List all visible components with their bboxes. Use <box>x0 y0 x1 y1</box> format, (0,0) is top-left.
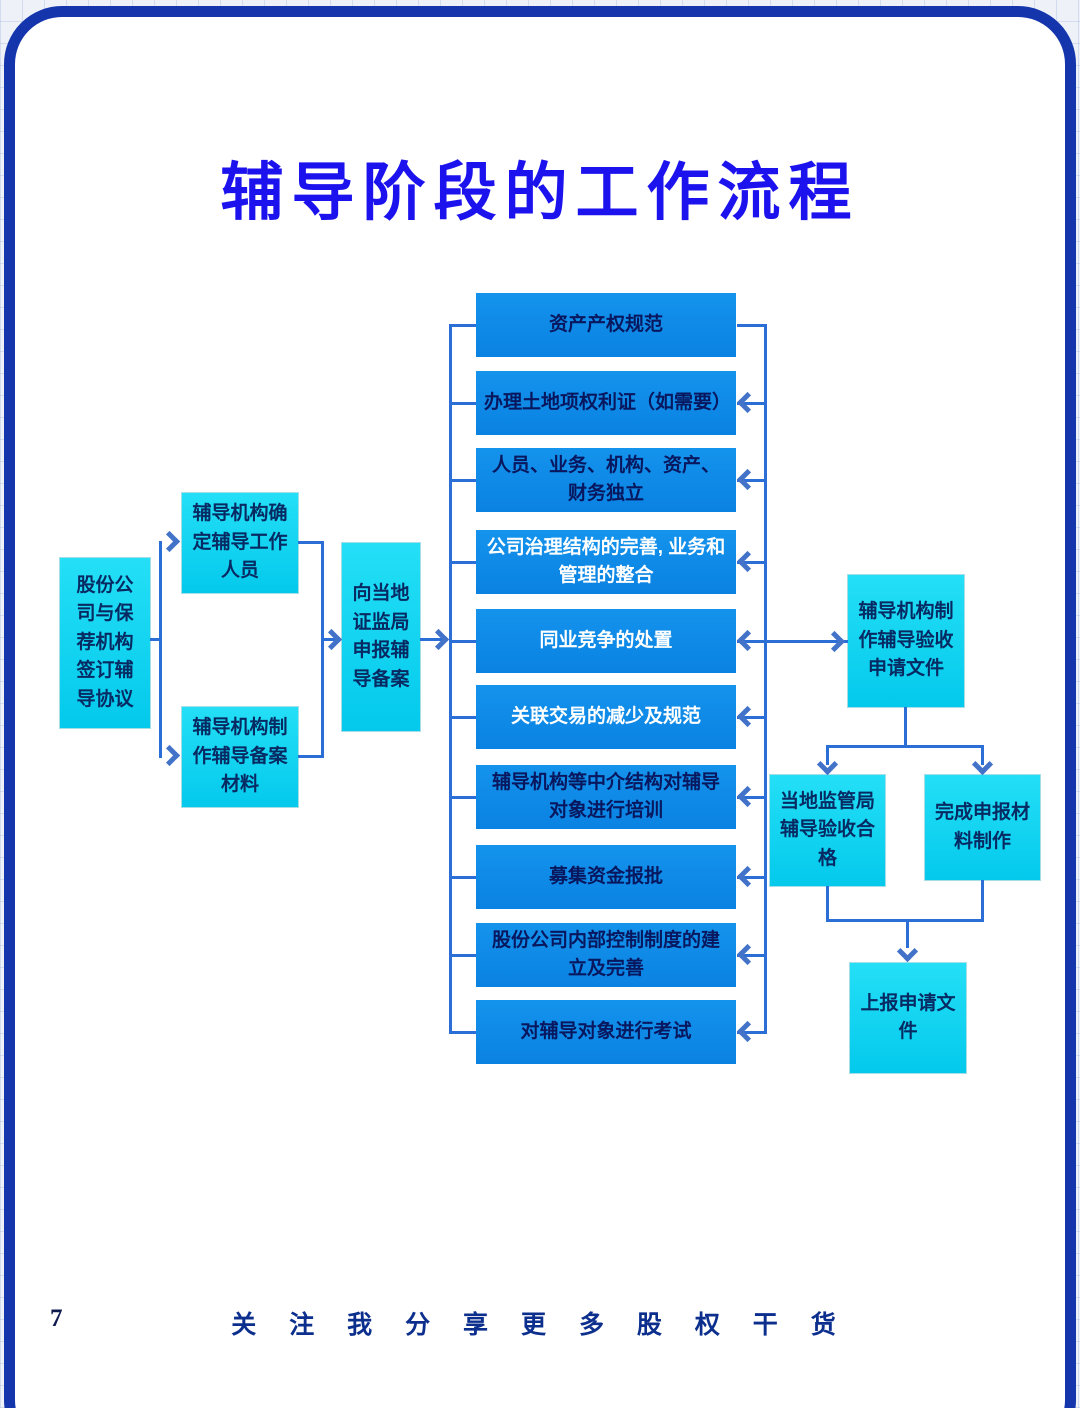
task-box-9: 股份公司内部控制制度的建立及完善 <box>476 923 736 987</box>
connector-line <box>449 796 476 799</box>
connector-line <box>904 707 907 747</box>
flow-box-acceptance-pass: 当地监管局辅导验收合格 <box>770 775 885 886</box>
connector-line <box>737 324 767 327</box>
connector-line <box>449 716 476 719</box>
page-number: 7 <box>50 1305 63 1332</box>
connector-line <box>737 796 767 799</box>
connector-line <box>449 402 476 405</box>
flow-box-start: 股份公司与保荐机构签订辅导协议 <box>60 558 150 728</box>
connector-line <box>449 324 452 1034</box>
task-box-4: 公司治理结构的完善, 业务和管理的整合 <box>476 530 736 594</box>
connector-line <box>737 1031 767 1034</box>
connector-line <box>449 324 476 327</box>
connector-line <box>321 541 324 758</box>
connector-line <box>737 561 767 564</box>
connector-line <box>737 954 767 957</box>
connector-line <box>449 640 476 643</box>
task-box-6: 关联交易的减少及规范 <box>476 685 736 749</box>
connector-line <box>298 755 324 758</box>
connector-line <box>737 716 767 719</box>
task-box-3: 人员、业务、机构、资产、财务独立 <box>476 448 736 512</box>
footer-text: 关 注 我 分 享 更 多 股 权 干 货 <box>231 1311 849 1339</box>
connector-line <box>449 479 476 482</box>
connector-line <box>826 886 829 922</box>
flow-box-submit: 上报申请文件 <box>850 963 966 1073</box>
flow-box-materials-done: 完成申报材料制作 <box>925 775 1040 880</box>
connector-line <box>420 638 448 641</box>
connector-line <box>737 640 767 643</box>
connector-line <box>449 876 476 879</box>
connector-line <box>449 954 476 957</box>
task-box-2: 办理土地项权利证（如需要） <box>476 371 736 435</box>
page-title: 辅导阶段的工作流程 <box>220 158 860 228</box>
connector-line <box>737 402 767 405</box>
task-box-7: 辅导机构等中介结构对辅导对象进行培训 <box>476 765 736 829</box>
connector-line <box>150 638 162 641</box>
connector-line <box>906 922 909 948</box>
task-box-10: 对辅导对象进行考试 <box>476 1000 736 1064</box>
connector-line <box>159 541 162 758</box>
connector-line <box>764 324 767 1034</box>
connector-line <box>766 640 848 643</box>
connector-line <box>449 561 476 564</box>
connector-line <box>298 541 324 544</box>
task-box-1: 资产产权规范 <box>476 293 736 357</box>
connector-line <box>826 745 829 765</box>
connector-line <box>826 745 984 748</box>
connector-line <box>981 880 984 922</box>
task-box-5: 同业竞争的处置 <box>476 609 736 673</box>
task-box-8: 募集资金报批 <box>476 845 736 909</box>
connector-line <box>449 1031 476 1034</box>
connector-line <box>981 745 984 765</box>
flow-box-branch-top: 辅导机构确定辅导工作人员 <box>182 493 298 593</box>
connector-line <box>826 919 984 922</box>
flow-box-branch-bottom: 辅导机构制作辅导备案材料 <box>182 707 298 807</box>
flow-box-acceptance-request: 辅导机构制作辅导验收申请文件 <box>848 575 964 707</box>
connector-line <box>321 638 335 641</box>
connector-line <box>737 479 767 482</box>
flow-box-filing: 向当地证监局申报辅导备案 <box>342 543 420 731</box>
connector-line <box>737 876 767 879</box>
